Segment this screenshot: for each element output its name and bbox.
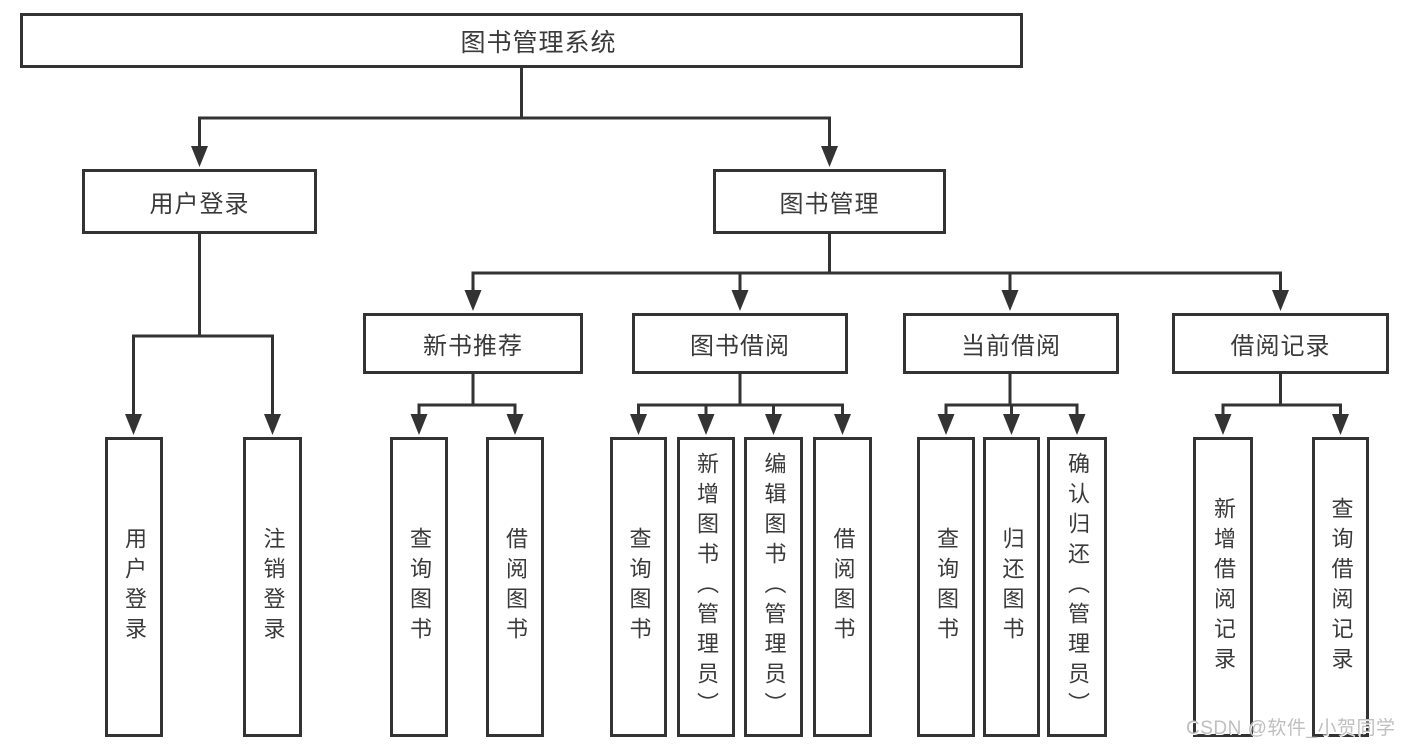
node-return-books: 归还图书 [983,437,1040,737]
node-book-management: 图书管理 [713,169,946,234]
node-new-book-recommendation: 新书推荐 [363,313,583,374]
node-add-books-admin: 新增图书（管理员） [677,437,735,737]
node-user-login-group: 用户登录 [82,169,317,234]
node-book-borrowing: 图书借阅 [632,313,848,374]
node-label: 新书推荐 [423,333,523,360]
node-label: 确认归还（管理员） [1065,452,1090,722]
node-label: 用户登录 [122,527,147,647]
node-label: 用户登录 [149,191,250,218]
node-label: 图书管理 [779,191,880,218]
node-borrow-books-1: 借阅图书 [486,437,544,737]
node-label: 编辑图书（管理员） [761,452,787,722]
node-query-books-2: 查询图书 [610,437,667,737]
node-label: 借阅记录 [1230,333,1331,360]
node-label: 图书管理系统 [460,28,617,57]
node-library-management-system: 图书管理系统 [20,13,1023,68]
node-add-borrow-record: 新增借阅记录 [1193,437,1253,737]
node-label: 新增借阅记录 [1211,497,1236,677]
node-edit-books-admin: 编辑图书（管理员） [744,437,803,737]
node-label: 查询图书 [626,527,652,647]
node-user-login: 用户登录 [105,437,163,737]
node-label: 图书借阅 [690,333,790,360]
node-logout: 注销登录 [243,437,302,737]
node-label: 借阅图书 [503,527,528,647]
node-label: 查询图书 [934,527,959,647]
node-label: 归还图书 [999,527,1025,647]
node-query-books-3: 查询图书 [917,437,975,737]
node-current-borrowing: 当前借阅 [903,313,1119,374]
node-borrow-books-2: 借阅图书 [813,437,872,737]
node-label: 注销登录 [260,527,286,647]
node-confirm-return-admin: 确认归还（管理员） [1047,437,1107,737]
node-borrowing-records: 借阅记录 [1172,313,1389,374]
node-query-books-1: 查询图书 [390,437,448,737]
node-label: 借阅图书 [830,527,856,647]
node-label: 查询借阅记录 [1328,497,1354,677]
node-query-borrow-record: 查询借阅记录 [1312,437,1369,737]
node-label: 当前借阅 [961,333,1061,360]
node-label: 新增图书（管理员） [694,452,719,722]
node-label: 查询图书 [407,527,432,647]
csdn-watermark: CSDN @软件_小贺同学 [1186,718,1396,739]
